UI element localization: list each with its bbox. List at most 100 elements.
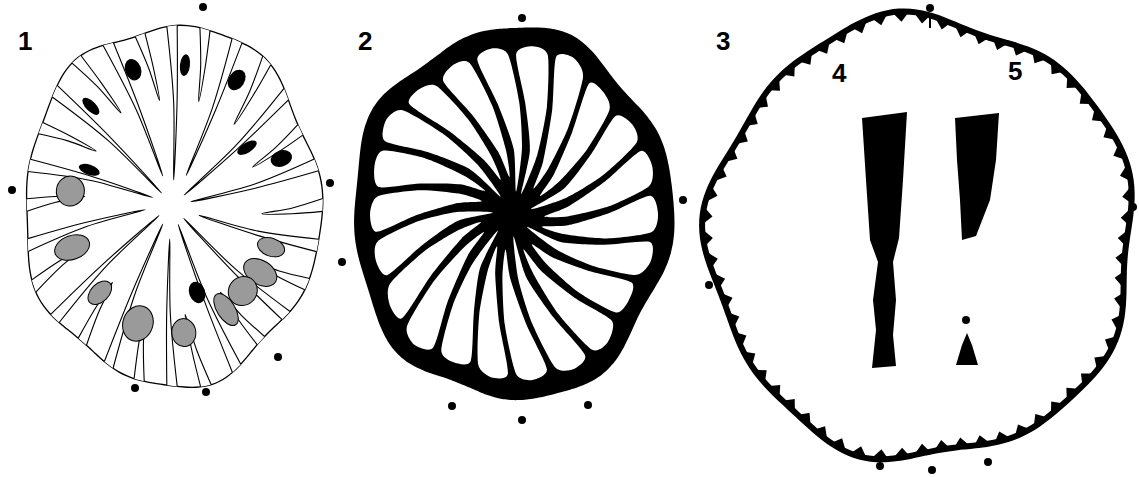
denticle — [1032, 53, 1045, 64]
septum — [184, 218, 290, 319]
denticle — [935, 18, 949, 29]
denticle — [703, 230, 713, 246]
denticle — [915, 444, 929, 454]
denticle — [1051, 63, 1063, 74]
denticle — [758, 95, 768, 108]
interseptal-space — [370, 190, 482, 232]
denticle — [714, 273, 725, 287]
denticle — [1121, 209, 1130, 224]
denticle — [799, 413, 810, 425]
orientation-dot — [274, 353, 282, 361]
septum — [39, 122, 97, 151]
grey-body — [170, 317, 197, 348]
grey-body — [51, 230, 93, 265]
denticle — [1115, 272, 1123, 287]
orientation-dot — [8, 186, 16, 194]
interseptal-space — [527, 227, 653, 275]
denticle — [784, 399, 795, 411]
denticle — [1122, 187, 1130, 203]
black-body — [186, 279, 208, 305]
black-body — [268, 147, 294, 169]
denticle — [747, 113, 758, 126]
orientation-dot — [326, 179, 334, 187]
denticle — [817, 42, 830, 54]
septum — [104, 224, 162, 368]
orientation-dot — [448, 402, 456, 410]
septal-fragment — [956, 333, 978, 365]
denticle — [1015, 424, 1028, 435]
grey-body — [55, 175, 86, 208]
denticle — [935, 440, 949, 450]
orientation-dot — [928, 466, 936, 474]
denticle — [756, 370, 767, 382]
orientation-dot — [518, 416, 526, 424]
orientation-dot — [926, 4, 934, 12]
denticle — [1013, 46, 1027, 56]
septum — [167, 25, 177, 180]
septal-wedge — [955, 113, 999, 240]
denticle — [955, 26, 969, 37]
orientation-dot — [679, 196, 687, 204]
denticle — [736, 333, 746, 347]
septum — [186, 39, 242, 176]
septum — [191, 159, 319, 202]
denticle — [1114, 293, 1122, 309]
black-body — [224, 66, 249, 93]
section-three — [702, 11, 1132, 459]
orientation-dot — [131, 384, 139, 392]
grey-body — [118, 302, 158, 346]
black-body — [77, 161, 101, 178]
section-two — [354, 28, 674, 401]
denticle — [726, 149, 738, 162]
denticle — [737, 131, 748, 144]
orientation-dot — [876, 462, 884, 470]
black-body — [122, 57, 144, 83]
denticle — [1034, 414, 1046, 426]
wall-notch — [929, 14, 931, 28]
denticle — [872, 14, 887, 25]
thin-wall — [702, 11, 1132, 459]
denticle — [715, 167, 727, 181]
figure-number: 5 — [1008, 58, 1022, 84]
denticle — [769, 79, 780, 91]
orientation-dot — [199, 3, 207, 11]
interseptal-space — [502, 250, 547, 381]
orientation-dot — [984, 458, 992, 466]
orientation-dot — [518, 14, 526, 22]
denticle — [707, 252, 718, 267]
black-body — [80, 95, 103, 118]
denticle — [974, 34, 988, 45]
denticle — [769, 385, 780, 396]
grey-body — [209, 290, 243, 330]
denticle — [722, 293, 733, 307]
denticle — [872, 449, 887, 458]
denticle — [1081, 373, 1093, 384]
denticle — [1094, 356, 1106, 369]
septum — [262, 199, 323, 215]
denticle — [835, 31, 848, 43]
denticle — [745, 352, 756, 365]
denticle — [1105, 337, 1116, 351]
grey-body — [255, 234, 287, 260]
orientation-dot — [584, 401, 592, 409]
figure-number: 1 — [18, 28, 32, 54]
denticle — [851, 446, 866, 456]
wall-outline — [27, 25, 323, 387]
denticle — [893, 13, 908, 22]
figure-number: 2 — [358, 28, 372, 54]
figure-number: 3 — [716, 28, 730, 54]
denticle — [1080, 92, 1091, 104]
orientation-dot — [202, 388, 210, 396]
denticle — [703, 208, 712, 224]
septal-wedge — [862, 112, 907, 368]
denticle — [1067, 76, 1078, 88]
interseptal-space — [542, 196, 658, 239]
denticle — [1112, 315, 1121, 330]
septum — [199, 28, 211, 102]
denticle — [832, 438, 845, 450]
denticle — [975, 435, 990, 444]
interseptal-space — [477, 48, 522, 191]
denticle — [1118, 231, 1127, 246]
orientation-dot — [705, 281, 713, 289]
